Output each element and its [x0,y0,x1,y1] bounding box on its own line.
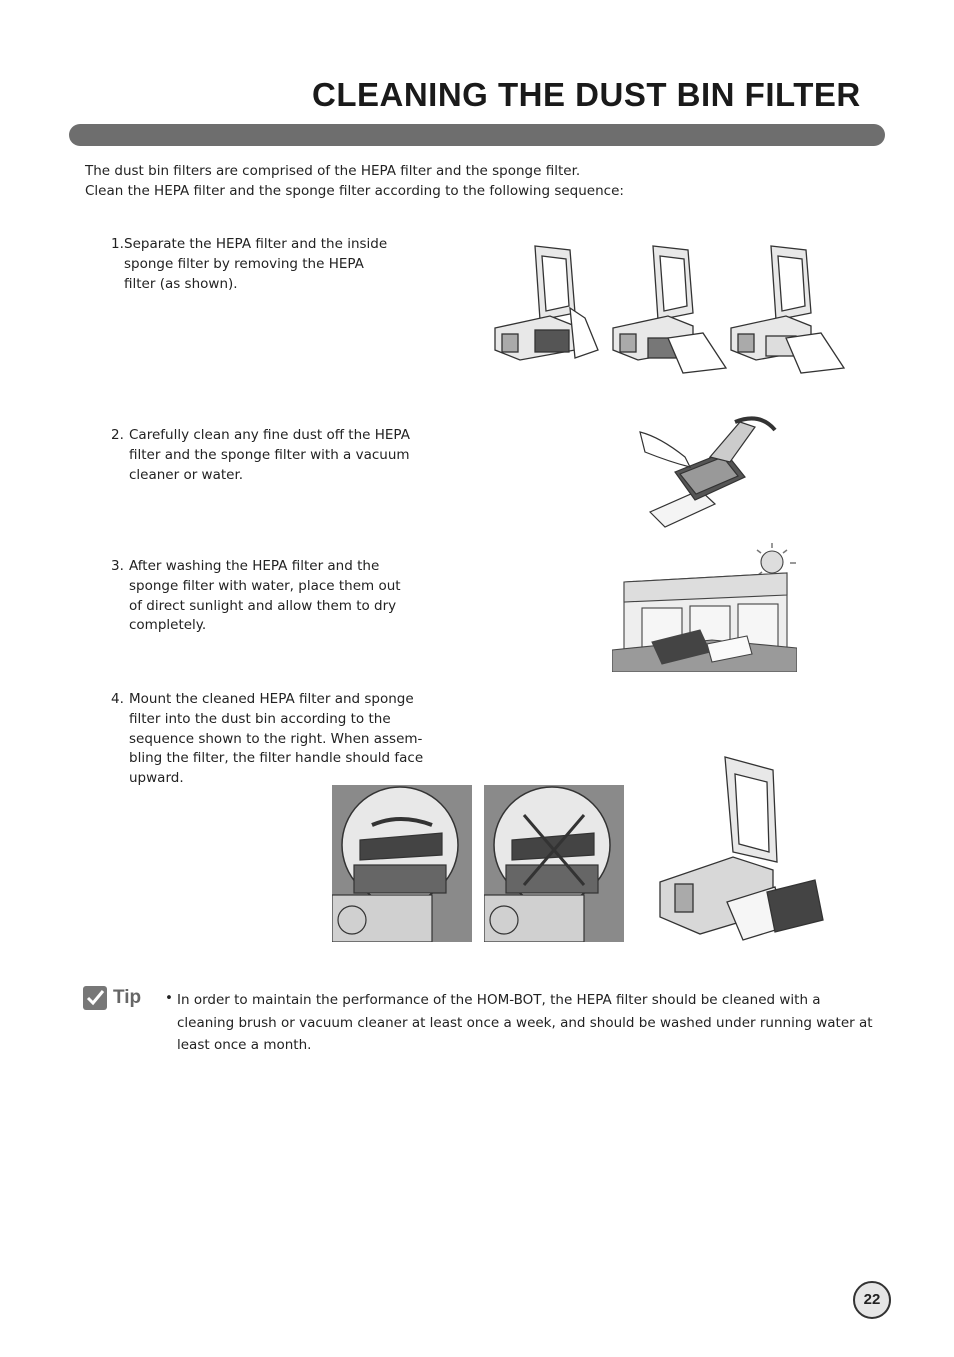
step-4-number: 4. [111,691,124,707]
step-3-number: 3. [111,558,124,574]
step-4-assembled-dustbin-illustration [659,756,824,941]
step-2-text: Carefully clean any fine dust off the HE… [129,427,410,483]
tip-text: In order to maintain the performance of … [177,992,873,1053]
step-4: 4. Mount the cleaned HEPA filter and spo… [111,690,451,789]
step-1-dustbin-illustration [494,245,846,374]
step-1: 1. Separate the HEPA filter and the insi… [111,235,451,294]
step-4-text: Mount the cleaned HEPA filter and sponge… [129,691,424,787]
page-title: CLEANING THE DUST BIN FILTER [312,76,861,113]
intro-text: The dust bin filters are comprised of th… [85,162,624,201]
page-number: 22 [853,1281,891,1319]
step-3-drying-illustration [612,543,797,672]
checkmark-icon [83,986,107,1010]
step-1-number: 1. [111,236,124,252]
step-4-incorrect-zoom-illustration [484,785,624,942]
tip-bullet: • [165,990,173,1006]
step-2: 2. Carefully clean any fine dust off the… [111,426,451,485]
step-2-number: 2. [111,427,124,443]
step-4-correct-zoom-illustration [332,785,472,942]
step-3-text: After washing the HEPA filter and the sp… [129,558,401,634]
tip-label: Tip [113,987,142,1008]
step-2-vacuum-illustration [639,416,777,528]
step-1-text: Separate the HEPA filter and the inside … [124,236,388,292]
intro-line-2: Clean the HEPA filter and the sponge fil… [85,182,624,199]
intro-line-1: The dust bin filters are comprised of th… [85,163,581,179]
step-3: 3. After washing the HEPA filter and the… [111,557,451,636]
title-divider-bar [69,124,885,146]
